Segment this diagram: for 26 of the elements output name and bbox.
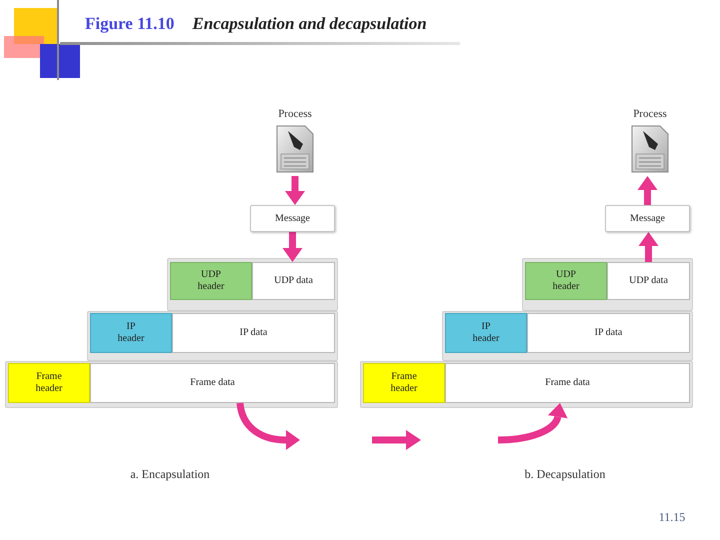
arrow bbox=[282, 232, 302, 262]
header-box: IP header bbox=[90, 313, 172, 353]
arrow bbox=[638, 176, 658, 205]
data-box: Frame data bbox=[90, 363, 335, 403]
data-box: UDP data bbox=[607, 262, 690, 300]
caption: a. Encapsulation bbox=[130, 466, 210, 483]
header-box: UDP header bbox=[170, 262, 252, 300]
arrow bbox=[638, 232, 658, 262]
header-box: IP header bbox=[445, 313, 527, 353]
data-box: IP data bbox=[172, 313, 335, 353]
message-box: Message bbox=[605, 205, 690, 232]
figure-number: Figure 11.10 bbox=[85, 13, 174, 35]
header-box: Frame header bbox=[363, 363, 445, 403]
header-box: UDP header bbox=[525, 262, 607, 300]
page-number: 11.15 bbox=[658, 509, 686, 526]
process-label: Process bbox=[633, 108, 667, 121]
figure-title: Encapsulation and decapsulation bbox=[192, 13, 427, 35]
message-box: Message bbox=[250, 205, 335, 232]
process-label: Process bbox=[278, 108, 312, 121]
data-box: UDP data bbox=[252, 262, 335, 300]
data-box: IP data bbox=[527, 313, 690, 353]
data-box: Frame data bbox=[445, 363, 690, 403]
arrow bbox=[498, 403, 568, 444]
caption: b. Decapsulation bbox=[524, 466, 606, 483]
arrow bbox=[285, 176, 305, 205]
header-box: Frame header bbox=[8, 363, 90, 403]
